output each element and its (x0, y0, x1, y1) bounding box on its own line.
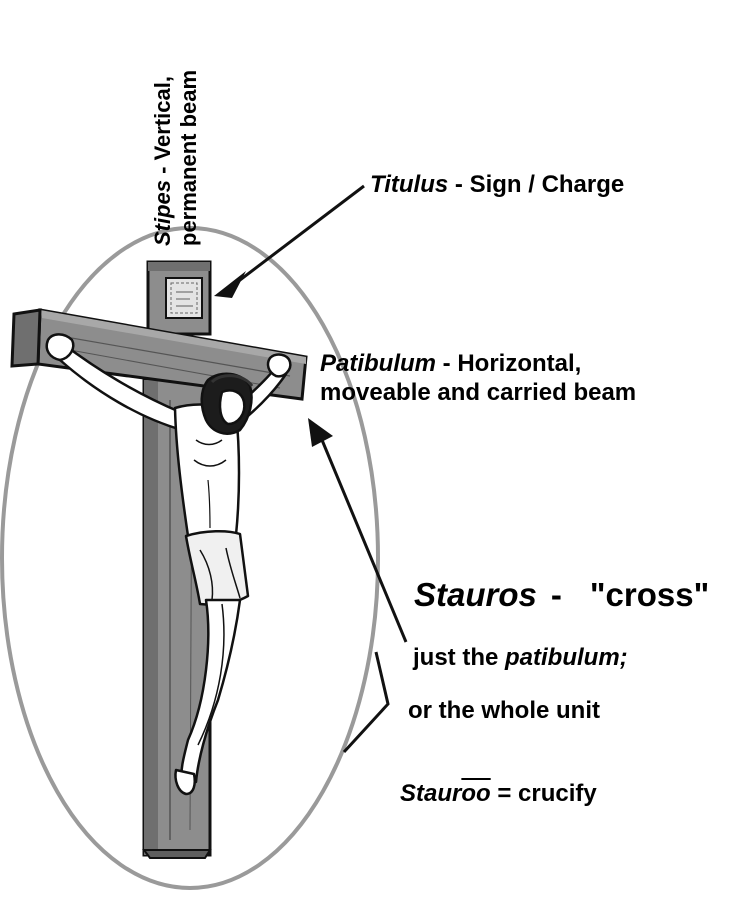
stauros-meaning: "cross" (589, 576, 710, 613)
unit-bracket (342, 651, 390, 754)
patibulum-label: Patibulum - Horizontal, moveable and car… (320, 349, 636, 407)
option-suffix: ; (619, 644, 628, 671)
titulus-label: Titulus - Sign / Charge (370, 171, 624, 199)
titulus-term: Titulus (370, 171, 449, 198)
patibulum-description-line2: moveable and carried beam (320, 379, 637, 406)
stauroo-meaning: = crucify (490, 780, 597, 807)
stauroo-stem: Staur (400, 780, 462, 807)
stauros-option-patibulum: just the patibulum; (413, 644, 628, 672)
cross-ellipse (0, 226, 380, 890)
option-prefix: just the (413, 644, 506, 671)
stauros-dash: - (550, 576, 562, 613)
patibulum-description: - Horizontal, (436, 350, 582, 377)
crucified-figure (45, 333, 292, 796)
stipes-description-line2: permanent beam (176, 69, 201, 246)
titulus-arrow (214, 184, 365, 298)
titulus-sign (165, 277, 203, 319)
patibulum-term: Patibulum (320, 350, 437, 377)
titulus-description: - Sign / Charge (448, 171, 625, 198)
stipes-description: - Vertical, (150, 76, 175, 180)
stauros-arrow (308, 418, 408, 643)
stauros-term: Stauros (414, 576, 537, 613)
stauros-label: Stauros-"cross" (414, 576, 709, 614)
stauros-option-whole: or the whole unit (408, 697, 600, 724)
stipes-label: Stipes - Vertical, permanent beam (150, 70, 202, 246)
stauroo-long-vowel: oo (461, 780, 491, 807)
stauroo-label: Stauroo = crucify (400, 780, 597, 808)
stipes-term: Stipes (150, 179, 175, 246)
option-term: patibulum (505, 644, 620, 671)
